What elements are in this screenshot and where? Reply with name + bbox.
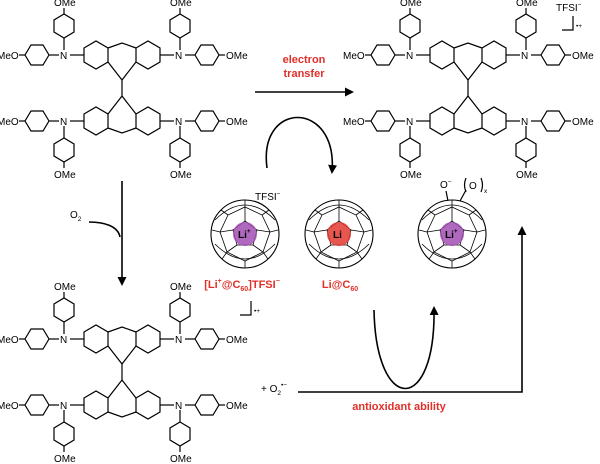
ome-group: OMe (170, 0, 192, 9)
amine-n: N (175, 401, 182, 412)
spiro-ometad-radical-cation-bottom: N N N N OMe OMe OMe OMe MeO OMe MeO OMe (0, 282, 248, 464)
svg-text:TFSI−: TFSI− (255, 191, 281, 203)
counterion-label-top: TFSI− •+ (556, 2, 582, 31)
oxidized-li-c60-cage: Li+ O− O x (417, 177, 488, 269)
meo-group: MeO (0, 335, 19, 346)
ome-group: OMe (54, 170, 76, 181)
amine-n: N (60, 335, 67, 346)
svg-text:O2: O2 (70, 210, 82, 223)
li-atom-c60-cage: Li (304, 199, 374, 269)
amine-n: N (60, 51, 67, 62)
ome-group: OMe (516, 0, 538, 9)
ome-group: OMe (226, 51, 248, 62)
ome-group: OMe (170, 454, 192, 464)
svg-text:transfer: transfer (284, 68, 326, 80)
ome-group: OMe (516, 170, 538, 181)
svg-text:O−: O− (440, 179, 452, 191)
ome-group: OMe (54, 0, 76, 9)
ome-group: OMe (226, 335, 248, 346)
li-c60-tfsi-label: [Li+@C60]TFSI− (204, 278, 280, 293)
antioxidant-arrow: + O2•− antioxidant ability (261, 226, 527, 413)
ome-group: OMe (226, 401, 248, 412)
li-atom-label: Li (333, 230, 342, 241)
meo-group: MeO (0, 51, 19, 62)
svg-text:antioxidant ability: antioxidant ability (352, 401, 446, 413)
spiro-ometad-neutral: N N N N OMe OMe OMe OMe MeO OMe MeO OMe (0, 0, 248, 181)
radical-cation-charge: •+ (576, 23, 582, 30)
ome-group: OMe (400, 170, 422, 181)
amine-n: N (60, 117, 67, 128)
spiro-ometad-radical-cation-top: N N N N OMe OMe OMe OMe MeO OMe MeO OMe (343, 0, 594, 181)
electron-transfer-arrow: electron transfer (255, 54, 354, 97)
svg-text:O: O (469, 181, 477, 192)
amine-n: N (521, 51, 528, 62)
svg-text:TFSI−: TFSI− (556, 2, 582, 14)
ome-group: OMe (572, 51, 594, 62)
amine-n: N (175, 51, 182, 62)
svg-text:electron: electron (283, 54, 326, 66)
meo-group: MeO (0, 401, 19, 412)
li-ion-c60-cage: Li+ (210, 199, 280, 269)
svg-text:+ O2•−: + O2•− (261, 382, 287, 397)
ome-group: OMe (54, 454, 76, 464)
li-c60-label: Li@C60 (322, 279, 358, 293)
amine-n: N (175, 335, 182, 346)
meo-group: MeO (0, 117, 19, 128)
amine-n: N (60, 401, 67, 412)
svg-text:Li+: Li+ (445, 228, 458, 241)
ome-group: OMe (572, 117, 594, 128)
oxygen-arrow: O2 (70, 181, 127, 286)
ome-group: OMe (400, 0, 422, 9)
svg-text:x: x (484, 188, 488, 195)
meo-group: MeO (343, 117, 365, 128)
amine-n: N (406, 117, 413, 128)
li-ion-label: Li+ (238, 228, 251, 241)
electron-transfer-cycle-arrow (265, 116, 338, 174)
ome-group: OMe (170, 170, 192, 181)
meo-group: MeO (343, 51, 365, 62)
radical-cation-bracket-bottom: •+ (240, 301, 260, 316)
ome-group: OMe (170, 282, 192, 293)
amine-n: N (175, 117, 182, 128)
ome-group: OMe (54, 282, 76, 293)
amine-n: N (406, 51, 413, 62)
svg-text:•+: •+ (254, 308, 260, 315)
amine-n: N (521, 117, 528, 128)
ome-group: OMe (226, 117, 248, 128)
